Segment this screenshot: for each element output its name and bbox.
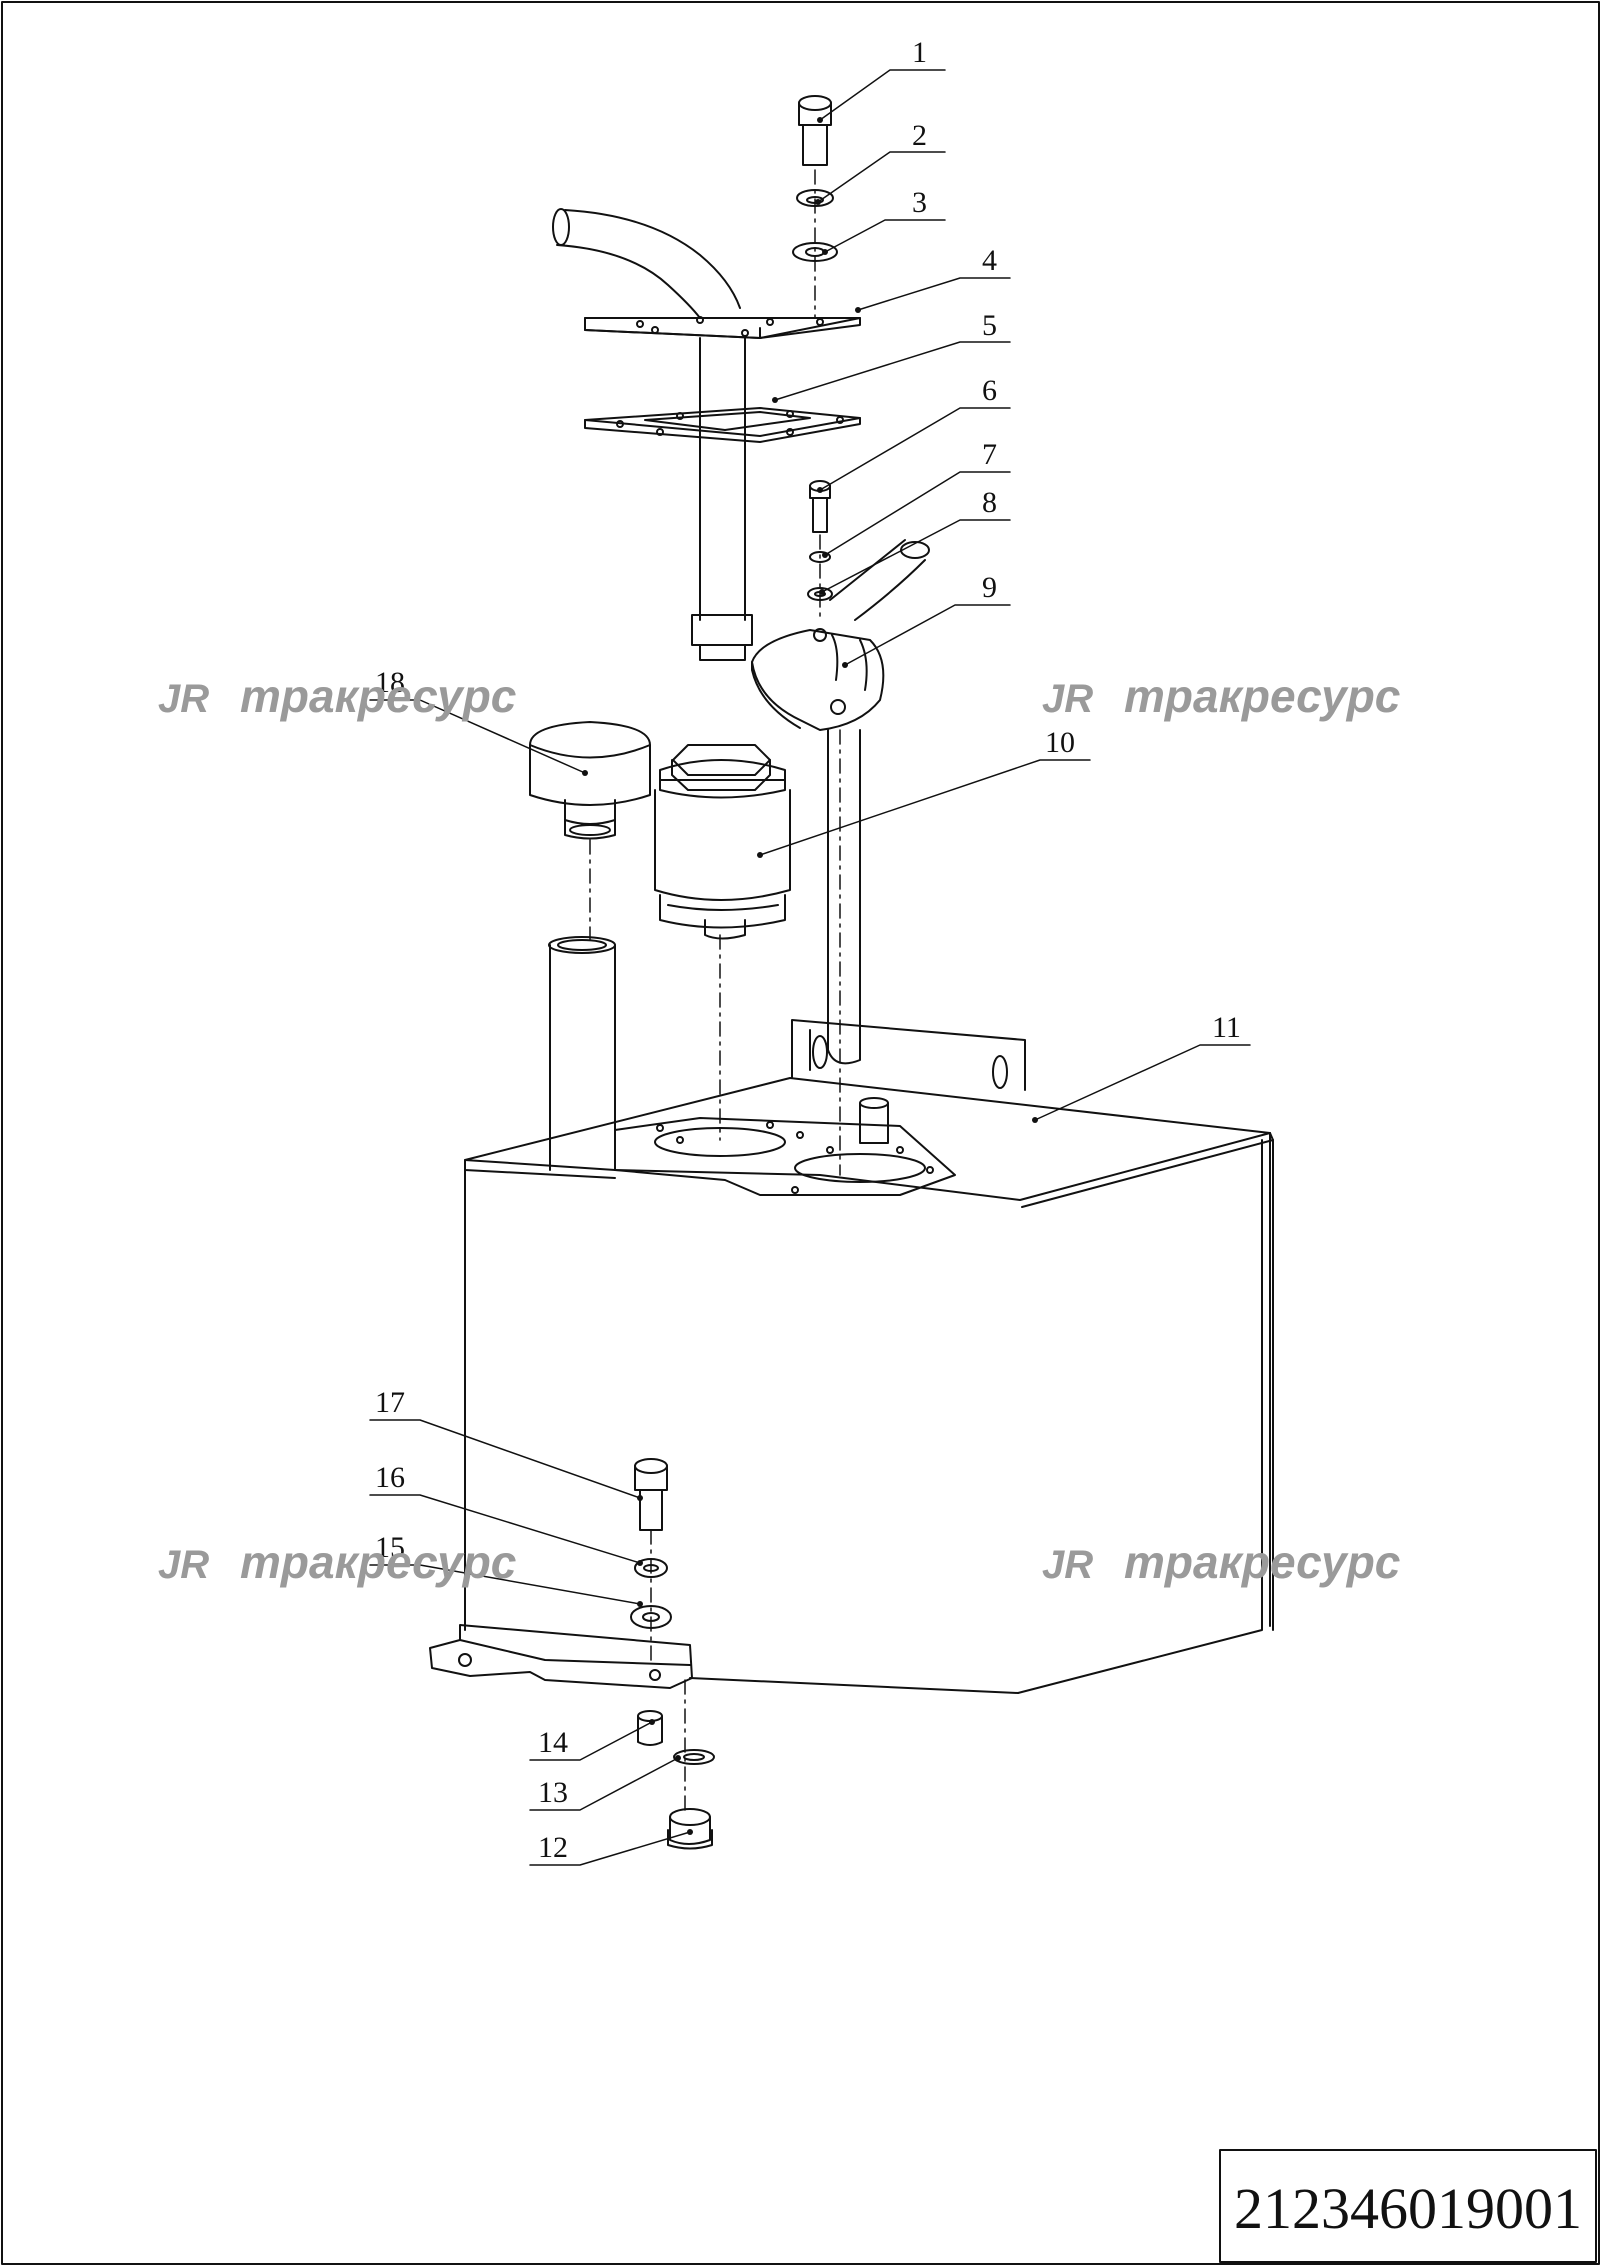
watermark-text: тракресурс <box>1124 670 1400 722</box>
flange-gasket <box>584 407 861 661</box>
callout-9: 9 <box>982 571 997 604</box>
callout-15: 15 <box>375 1531 405 1564</box>
watermarks: JR тракресурс JR тракресурс JR тракресур… <box>158 670 1400 1588</box>
callout-12: 12 <box>538 1831 568 1864</box>
callout-7: 7 <box>982 438 997 471</box>
callout-13: 13 <box>538 1776 568 1809</box>
callout-16: 16 <box>375 1461 405 1494</box>
callout-2: 2 <box>912 119 927 152</box>
callout-10: 10 <box>1045 726 1075 759</box>
leader-lines <box>369 69 1251 1866</box>
callout-labels: 1 2 3 4 5 6 7 8 9 10 11 12 13 14 15 16 1… <box>375 36 1241 1864</box>
center-lines <box>589 169 841 1816</box>
watermark-top-right: JR тракресурс <box>1042 670 1400 722</box>
callout-5: 5 <box>982 309 997 342</box>
callout-8: 8 <box>982 486 997 519</box>
watermark-bottom-left: JR тракресурс <box>158 1536 516 1588</box>
breather-cap <box>529 721 651 840</box>
callout-3: 3 <box>912 186 927 219</box>
title-block <box>1219 2149 1597 2263</box>
callout-1: 1 <box>912 36 927 69</box>
watermark-text: тракресурс <box>240 670 516 722</box>
watermark-logo: JR <box>1042 677 1093 721</box>
callout-11: 11 <box>1212 1011 1241 1044</box>
callout-4: 4 <box>982 244 997 277</box>
watermark-logo: JR <box>1042 1543 1093 1587</box>
watermark-logo: JR <box>158 677 209 721</box>
part-number: 212346019001 <box>1234 2176 1582 2241</box>
watermark-text: тракресурс <box>1124 1536 1400 1588</box>
callout-14: 14 <box>538 1726 568 1759</box>
tank-body <box>429 936 1274 1694</box>
watermark-top-left: JR тракресурс <box>158 670 516 722</box>
bolt-stack-bottom <box>630 1458 715 1850</box>
leader-dots <box>582 117 1038 1835</box>
filter-element <box>654 744 791 940</box>
watermark-text: тракресурс <box>240 1536 516 1588</box>
callout-18: 18 <box>375 666 405 699</box>
callout-6: 6 <box>982 374 997 407</box>
outlet-pipe-flange <box>552 208 861 621</box>
callout-17: 17 <box>375 1386 405 1419</box>
watermark-logo: JR <box>158 1543 209 1587</box>
watermark-bottom-right: JR тракресурс <box>1042 1536 1400 1588</box>
